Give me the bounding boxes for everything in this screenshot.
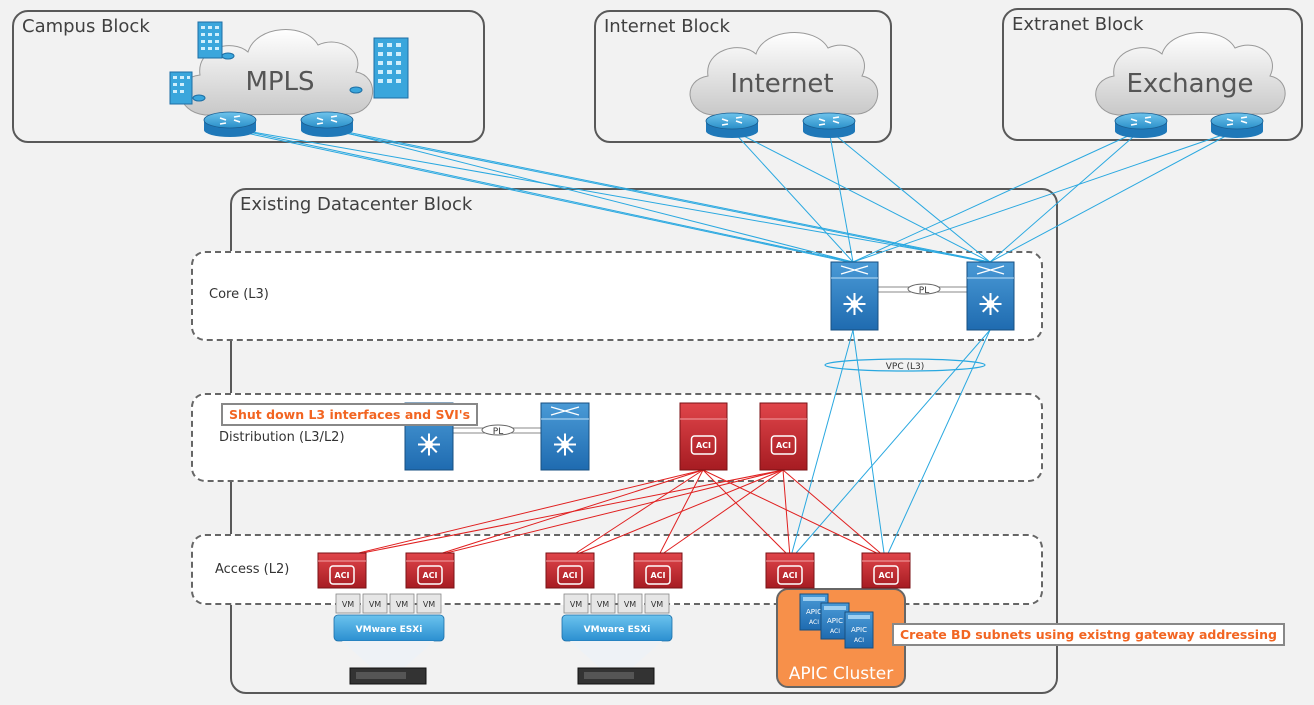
aci-links	[341, 469, 886, 558]
core-pl-marker	[907, 283, 941, 295]
svg-text:ACI: ACI	[422, 571, 437, 580]
svg-text:VM: VM	[624, 600, 636, 609]
campus-block-title: Campus Block	[22, 16, 150, 37]
svg-text:VMware ESXi: VMware ESXi	[356, 625, 423, 635]
svg-text:VM: VM	[570, 600, 582, 609]
router-icon	[802, 112, 856, 138]
aci-switch-icon: ACI	[765, 552, 815, 589]
internet-block-title: Internet Block	[604, 16, 730, 37]
building-icon-1	[197, 21, 223, 59]
distribution-tier-label: Distribution (L3/L2)	[219, 430, 345, 445]
exchange-cloud: Exchange	[1095, 31, 1286, 116]
building-icon-3	[373, 37, 409, 99]
svg-text:ACI: ACI	[830, 628, 840, 635]
building-icon-2	[169, 71, 193, 105]
exchange-cloud-label: Exchange	[1126, 69, 1253, 99]
aci-switch-icon: ACI	[545, 552, 595, 589]
svg-text:APIC: APIC	[851, 626, 867, 634]
mpls-cloud-label: MPLS	[245, 67, 314, 97]
router-icon	[1210, 112, 1264, 138]
svg-text:VM: VM	[597, 600, 609, 609]
aci-switch-icon: ACI	[317, 552, 367, 589]
dist-pl-label: PL	[493, 427, 503, 437]
svg-text:ACI: ACI	[776, 441, 791, 450]
aci-switch-icon: ACI	[405, 552, 455, 589]
svg-text:VM: VM	[396, 600, 408, 609]
core-tier-label: Core (L3)	[209, 287, 269, 302]
dist-pl-marker	[481, 424, 515, 436]
internet-cloud: Internet	[689, 31, 879, 116]
esxi-host: VM VM VM VM VMware ESXi	[561, 593, 673, 685]
nexus-switch-icon	[540, 402, 590, 471]
access-tier-label: Access (L2)	[215, 562, 290, 577]
apic-server-icon: APIC ACI	[844, 611, 874, 649]
svg-text:ACI: ACI	[809, 619, 819, 626]
aci-switch-icon: ACI	[759, 402, 808, 471]
nexus-switch-icon	[830, 261, 879, 331]
mini-router-icon	[192, 94, 206, 102]
core-tier	[191, 251, 1043, 341]
esxi-host: VM VM VM VM VMware ESXi	[333, 593, 445, 685]
svg-text:ACI: ACI	[696, 441, 711, 450]
router-icon	[203, 111, 257, 137]
extranet-block-title: Extranet Block	[1012, 14, 1144, 35]
vpc-ellipse	[824, 358, 986, 372]
svg-text:ACI: ACI	[854, 637, 864, 644]
mini-router-icon	[221, 52, 235, 60]
aci-switch-icon: ACI	[679, 402, 728, 471]
wan-links	[229, 127, 1238, 561]
mini-router-icon	[349, 86, 363, 94]
svg-text:VM: VM	[369, 600, 381, 609]
nexus-switch-icon	[966, 261, 1015, 331]
bd-subnets-callout: Create BD subnets using existng gateway …	[892, 623, 1285, 646]
apic-server-icon: APIC ACI	[820, 602, 850, 640]
aci-switch-icon: ACI	[633, 552, 683, 589]
svg-text:ACI: ACI	[650, 571, 665, 580]
apic-cluster-label: APIC Cluster	[788, 664, 894, 684]
router-icon	[1114, 112, 1168, 138]
svg-text:VM: VM	[651, 600, 663, 609]
shutdown-callout: Shut down L3 interfaces and SVI's	[221, 403, 479, 426]
svg-text:VM: VM	[342, 600, 354, 609]
aci-switch-icon: ACI	[861, 552, 911, 589]
internet-cloud-label: Internet	[730, 69, 833, 99]
router-icon	[705, 112, 759, 138]
datacenter-block-title: Existing Datacenter Block	[240, 194, 473, 215]
svg-text:ACI: ACI	[782, 571, 797, 580]
svg-text:APIC: APIC	[806, 608, 822, 616]
router-icon	[300, 111, 354, 137]
svg-text:VMware ESXi: VMware ESXi	[584, 625, 651, 635]
svg-text:APIC: APIC	[827, 617, 843, 625]
vpc-label: VPC (L3)	[886, 362, 925, 372]
core-pl-label: PL	[919, 286, 929, 296]
svg-text:VM: VM	[423, 600, 435, 609]
svg-text:ACI: ACI	[334, 571, 349, 580]
svg-text:ACI: ACI	[562, 571, 577, 580]
svg-text:ACI: ACI	[878, 571, 893, 580]
mpls-cloud: MPLS	[180, 29, 373, 116]
